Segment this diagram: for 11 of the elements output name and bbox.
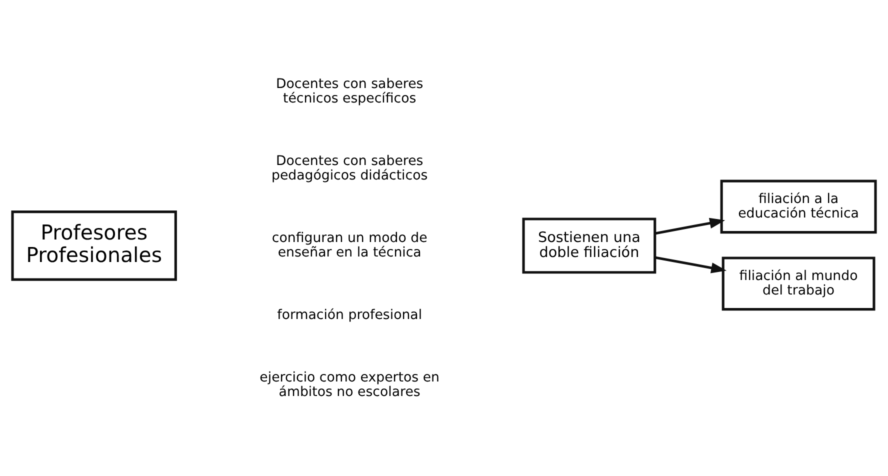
arrow: [654, 256, 727, 273]
arrow: [654, 217, 726, 234]
label: configuran un modo de enseñar en la técnica: [272, 230, 428, 260]
label: formación profesional: [277, 307, 422, 322]
label: Docentes con saberes pedagógicos didácticos: [271, 154, 428, 183]
node-box: Profesores Profesionales: [11, 210, 177, 280]
label: ejercicio como expertos en ámbitos no escolares: [260, 370, 440, 400]
node-box: filiación al mundo del trabajo: [722, 256, 876, 310]
node-box: Sostienen una doble filiación: [522, 217, 656, 274]
node-box: filiación a la educación técnica: [720, 179, 877, 234]
label: Docentes con saberes técnicos específicos: [276, 76, 424, 106]
